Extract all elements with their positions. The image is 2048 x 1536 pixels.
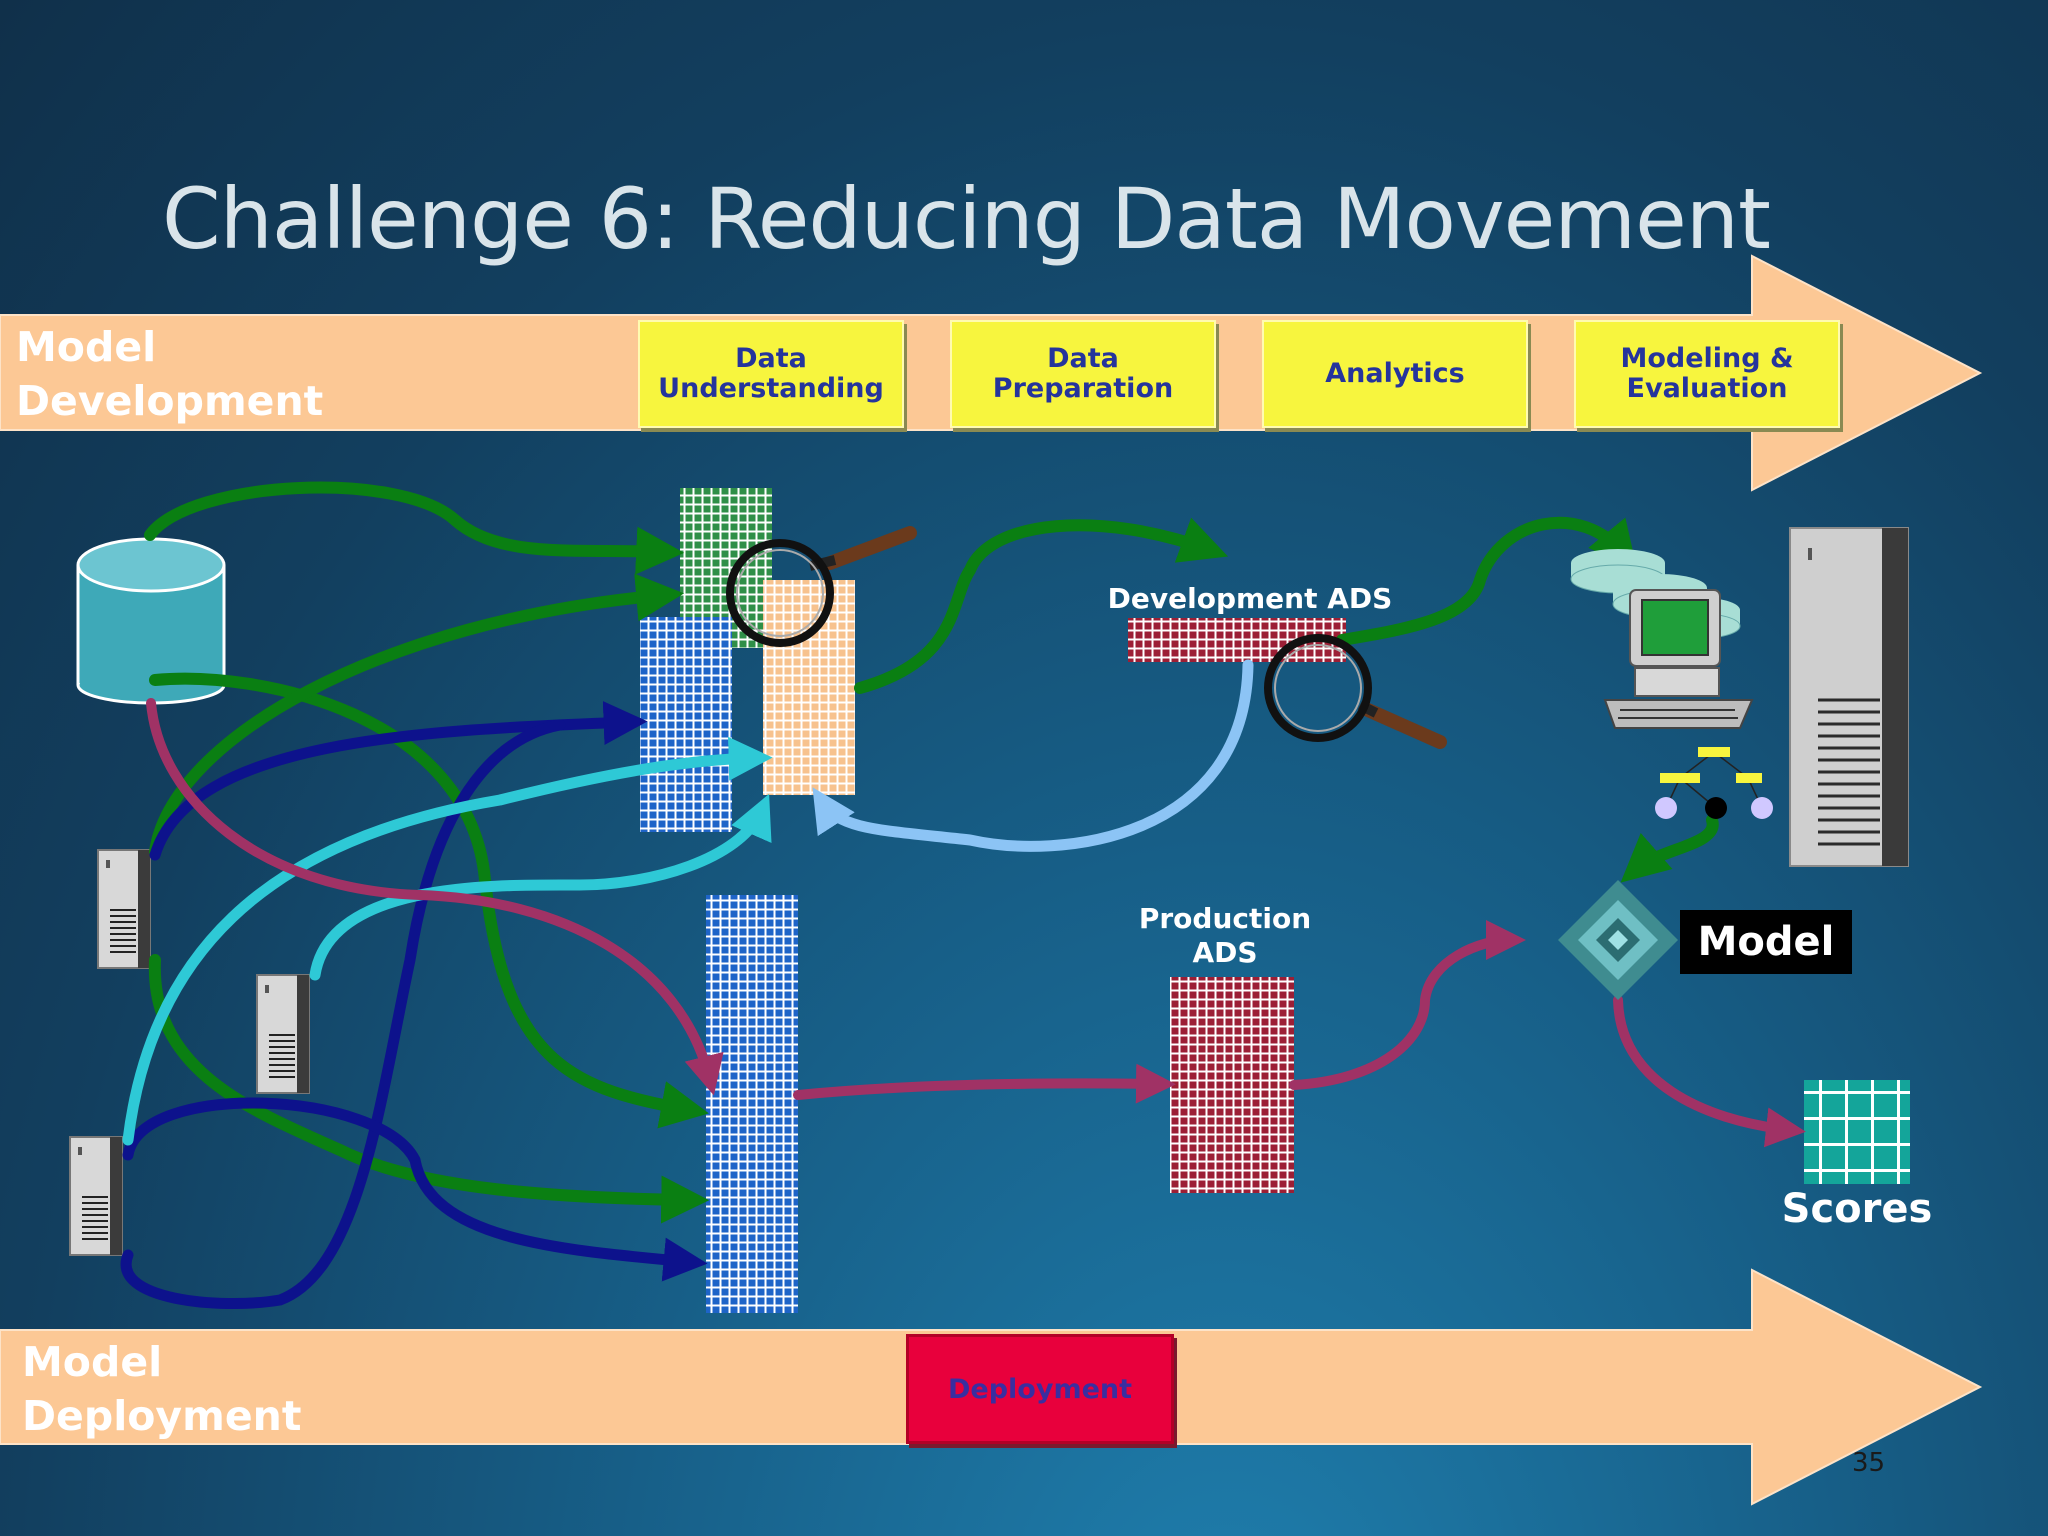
deployment-button[interactable]: Deployment	[906, 1334, 1174, 1444]
arrow-cyan	[309, 793, 772, 981]
server-tower-icon	[97, 849, 151, 969]
data-grid-blue	[640, 617, 732, 832]
data-grid-blue-tall	[706, 895, 798, 1313]
decision-tree-icon	[1655, 747, 1773, 819]
arrow-green	[854, 517, 1229, 694]
stage-data-preparation[interactable]: Data Preparation	[950, 320, 1216, 428]
computer-workstation-icon	[1570, 549, 1754, 729]
development-ads-label: Development ADS	[1107, 582, 1393, 615]
model-deployment-label: Model Deployment	[22, 1338, 302, 1440]
arrow-green	[1336, 516, 1638, 646]
arrow-magenta	[1613, 995, 1806, 1148]
model-label: Model	[1680, 910, 1852, 974]
magnifier-icon	[1264, 634, 1447, 749]
arrow-green	[1620, 814, 1719, 883]
arrow-green	[148, 954, 710, 1224]
arrow-magenta	[1289, 920, 1526, 1090]
production-ads-grid	[1170, 977, 1294, 1193]
arrow-navy	[122, 1097, 708, 1282]
arrow-light-blue	[812, 659, 1254, 852]
stage-analytics[interactable]: Analytics	[1262, 320, 1528, 428]
slide-title: Challenge 6: Reducing Data Movement	[162, 170, 1771, 268]
model-development-label: Model Development	[16, 323, 324, 425]
production-ads-label: Production ADS	[1138, 902, 1312, 969]
server-tower-icon	[69, 1136, 123, 1256]
server-tower-icon	[256, 974, 310, 1094]
arrow-magenta	[793, 1063, 1176, 1104]
database-cylinder-icon	[76, 537, 226, 705]
page-number: 35	[1852, 1448, 1886, 1478]
scores-label: Scores	[1781, 1186, 1933, 1232]
arrow-navy	[120, 719, 566, 1309]
scores-grid-icon	[1804, 1080, 1910, 1184]
arrow-green	[144, 481, 685, 575]
arrow-cyan	[122, 736, 773, 1146]
arrow-magenta	[146, 698, 724, 1096]
stage-data-understanding[interactable]: Data Understanding	[638, 320, 904, 428]
magnifier-icon	[726, 526, 917, 647]
server-tower-icon	[1789, 527, 1909, 867]
arrow-green	[149, 672, 709, 1129]
stage-modeling-evaluation[interactable]: Modeling & Evaluation	[1574, 320, 1840, 428]
data-grid-peach	[763, 580, 855, 795]
arrow-green	[149, 573, 685, 858]
model-diamond-icon	[1558, 880, 1678, 1000]
